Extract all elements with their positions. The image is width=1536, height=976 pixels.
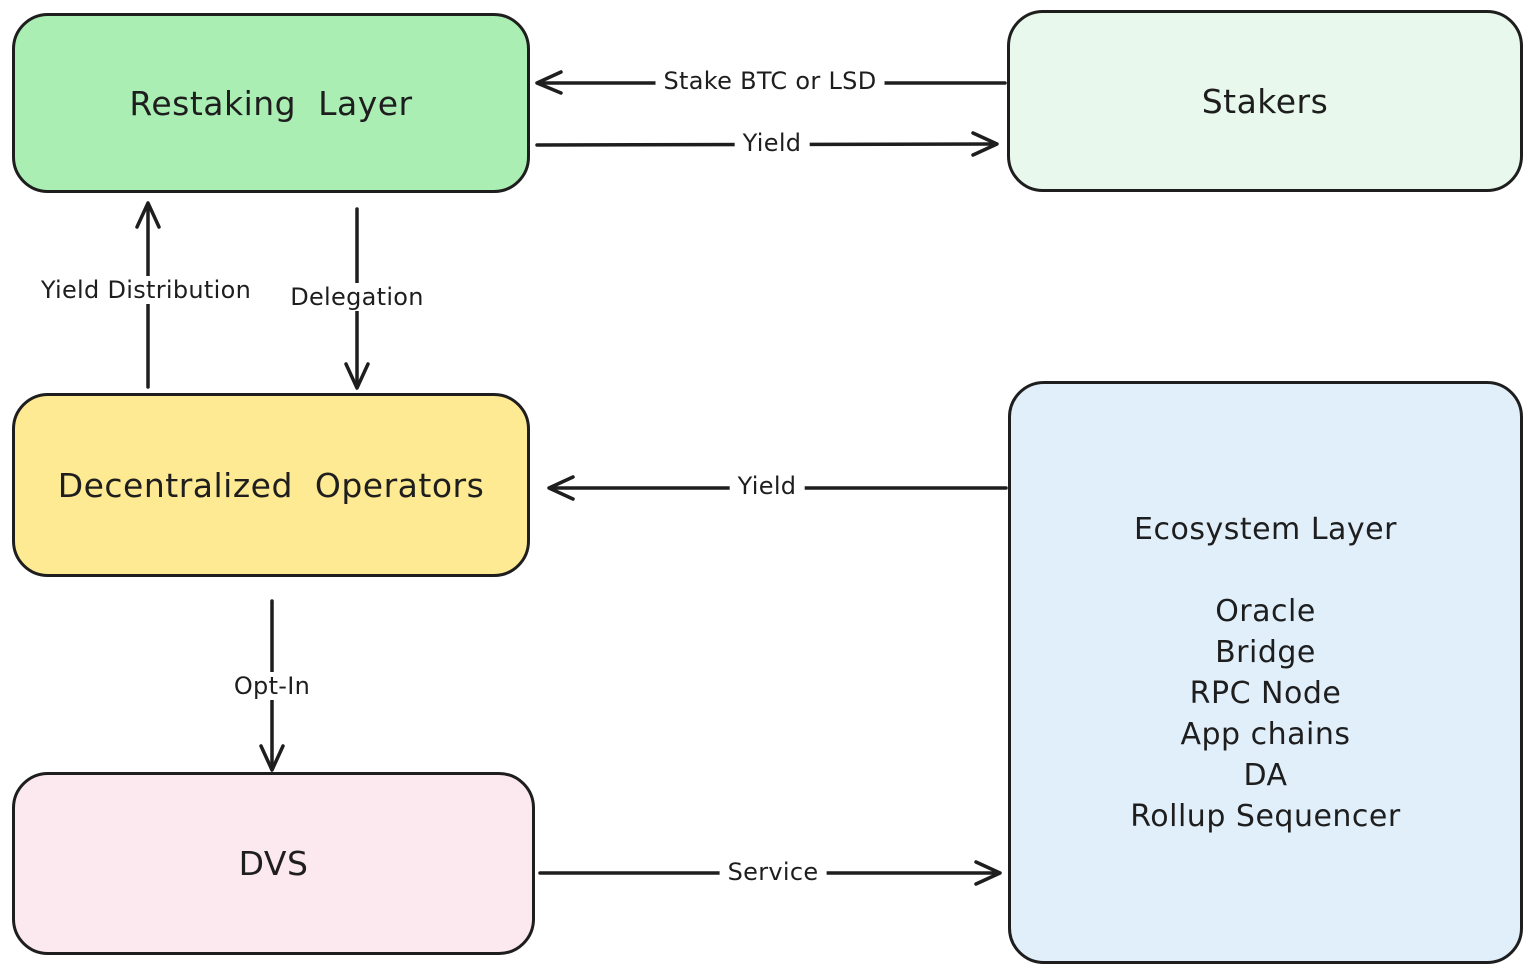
edge-label-delegation: Delegation: [282, 283, 432, 311]
node-stakers: Stakers: [1007, 10, 1523, 192]
restaking-layer-label: Restaking Layer: [129, 83, 413, 123]
ecosystem-item-oracle: Oracle: [1215, 593, 1316, 629]
ecosystem-item-app-chains: App chains: [1180, 716, 1351, 752]
node-ecosystem-layer: Ecosystem Layer Oracle Bridge RPC Node A…: [1008, 381, 1523, 964]
ecosystem-item-list: Oracle Bridge RPC Node App chains DA Rol…: [1130, 591, 1400, 837]
edge-label-service: Service: [719, 858, 827, 886]
ecosystem-layer-title: Ecosystem Layer: [1134, 511, 1397, 547]
node-dvs: DVS: [12, 772, 535, 955]
node-restaking-layer: Restaking Layer: [12, 13, 530, 193]
ecosystem-item-da: DA: [1243, 757, 1288, 793]
edge-label-opt-in: Opt-In: [225, 672, 319, 700]
dvs-label: DVS: [238, 844, 309, 883]
decentralized-operators-label: Decentralized Operators: [57, 465, 485, 505]
node-decentralized-operators: Decentralized Operators: [12, 393, 530, 577]
edge-label-stake-btc-or-lsd: Stake BTC or LSD: [655, 67, 885, 95]
edge-label-yield-mid: Yield: [729, 472, 805, 500]
ecosystem-item-rpc-node: RPC Node: [1189, 675, 1342, 711]
ecosystem-item-rollup-sequencer: Rollup Sequencer: [1130, 798, 1401, 834]
stakers-label: Stakers: [1201, 81, 1329, 121]
edge-label-yield-top: Yield: [734, 129, 810, 157]
edge-label-yield-distribution: Yield Distribution: [32, 276, 260, 304]
ecosystem-item-bridge: Bridge: [1215, 634, 1316, 670]
